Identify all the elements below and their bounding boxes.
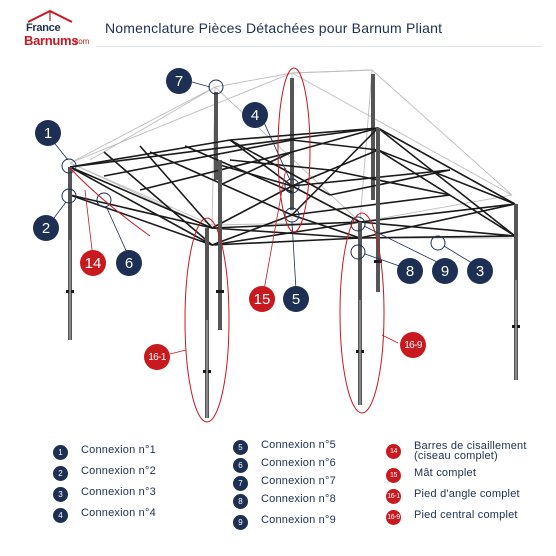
legend-badge: 3 (53, 487, 68, 502)
leg-inner (69, 240, 517, 418)
badge-2: 2 (33, 215, 59, 241)
legend-badge: 5 (233, 440, 248, 455)
legend-badge: 15 (386, 468, 401, 483)
connection-circles (61, 79, 446, 260)
legend-badge: 1 (53, 445, 68, 460)
badge-14: 14 (80, 250, 106, 276)
badge-3: 3 (467, 258, 493, 284)
red-leaders (84, 167, 399, 355)
logo-line1: France (26, 22, 61, 34)
badge-9: 9 (432, 258, 458, 284)
header-divider (96, 46, 542, 47)
logo-suffix: .com (72, 37, 90, 46)
tent-roof-icon (27, 9, 73, 23)
legend-label: Connexion n°8 (261, 493, 336, 505)
badge-16-1: 16-1 (144, 344, 170, 370)
badge-6: 6 (116, 250, 142, 276)
legend-label: Pied d'angle complet (414, 488, 520, 500)
legend-badge: 16-9 (386, 510, 401, 525)
badge-16-9: 16-9 (400, 332, 426, 358)
red-highlights (69, 67, 385, 423)
badge-15: 15 (249, 286, 275, 312)
legend-badge: 7 (233, 476, 248, 491)
badge-1: 1 (35, 120, 61, 146)
page-title: Nomenclature Pièces Détachées pour Barnu… (105, 20, 443, 36)
legend-badge: 8 (233, 494, 248, 509)
legend-badge: 2 (53, 466, 68, 481)
legend-label: Connexion n°3 (81, 486, 156, 498)
badge-5: 5 (283, 286, 309, 312)
legend-badge: 16-1 (386, 489, 401, 504)
legend-badge: 14 (386, 444, 401, 459)
badge-4: 4 (242, 102, 268, 128)
legend-label: Connexion n°1 (81, 444, 156, 456)
badge-8: 8 (397, 258, 423, 284)
legend-label: Connexion n°4 (81, 507, 156, 519)
legend-badge: 6 (233, 458, 248, 473)
scissor-frame (69, 127, 516, 246)
legend-label: Connexion n°6 (261, 457, 336, 469)
legend-label: Mât complet (414, 467, 477, 479)
france-barnums-logo: France Barnums .com (10, 8, 90, 52)
legend-label: Connexion n°9 (261, 514, 336, 526)
legend-label: Connexion n°7 (261, 475, 336, 487)
legend-label: Connexion n°5 (261, 439, 336, 451)
logo-line2: Barnums (24, 33, 79, 48)
legend-label: Connexion n°2 (81, 465, 156, 477)
legend-badge: 4 (53, 508, 68, 523)
legend-badge: 9 (233, 515, 248, 530)
legend-label: Barres de cisaillement (ciseau complet) (414, 440, 527, 462)
legend-label: Pied central complet (414, 509, 518, 521)
leader-lines (47, 81, 481, 291)
badge-7: 7 (166, 68, 192, 94)
